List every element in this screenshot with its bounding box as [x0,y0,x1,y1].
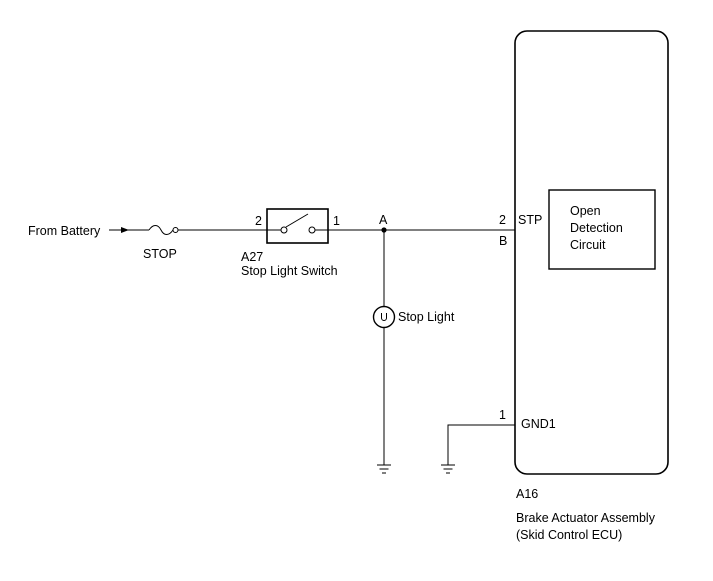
junction-label: A [379,213,388,227]
ecu-code: A16 [516,487,538,501]
ground-icon [441,464,455,474]
battery-label: From Battery [28,224,101,238]
detection-circuit-line2: Detection [570,221,623,235]
ground-icon [377,464,391,474]
fuse-symbol [148,225,179,235]
stp-connector-label: B [499,234,507,248]
switch-name: Stop Light Switch [241,264,338,278]
switch-pin-right: 1 [333,214,340,228]
ecu-name-line2: (Skid Control ECU) [516,528,622,542]
stp-pin-number: 2 [499,213,506,227]
gnd-terminal-label: GND1 [521,417,556,431]
fuse-label: STOP [143,247,177,261]
detection-circuit-line3: Circuit [570,238,606,252]
detection-circuit-line1: Open [570,204,601,218]
gnd1-wire [447,424,515,465]
switch-pin-left: 2 [255,214,262,228]
bulb-icon [372,305,396,329]
stp-terminal-label: STP [518,213,542,227]
stop-light-switch-box [266,208,329,244]
ecu-name-line1: Brake Actuator Assembly [516,511,656,525]
stop-light-label: Stop Light [398,310,455,324]
gnd-pin-number: 1 [499,408,506,422]
open-detection-circuit-box [548,189,656,270]
switch-contact-right [308,226,316,234]
switch-code: A27 [241,250,263,264]
switch-contact-left [280,226,288,234]
switch-blade [285,213,309,228]
